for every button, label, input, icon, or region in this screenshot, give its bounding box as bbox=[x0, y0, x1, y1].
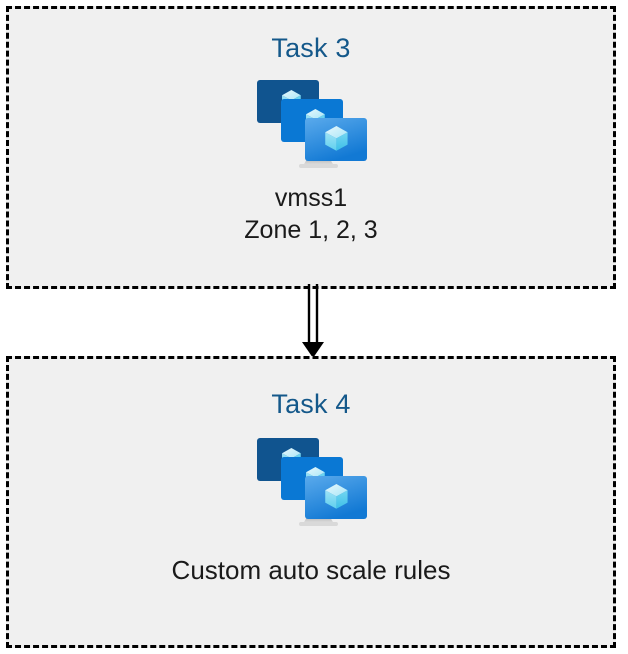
task-caption: vmss1 Zone 1, 2, 3 bbox=[244, 184, 378, 244]
task-caption: Custom auto scale rules bbox=[171, 555, 451, 585]
task-title: Task 4 bbox=[271, 389, 351, 419]
virtual-machine-scale-set-icon bbox=[255, 74, 367, 174]
virtual-machine-scale-set-icon bbox=[255, 432, 367, 532]
task-title: Task 3 bbox=[271, 33, 351, 63]
double-line-arrow-down-icon bbox=[296, 284, 332, 360]
task-box-task-4[interactable]: Task 4 bbox=[6, 356, 616, 648]
task-box-task-3[interactable]: Task 3 bbox=[6, 6, 616, 289]
